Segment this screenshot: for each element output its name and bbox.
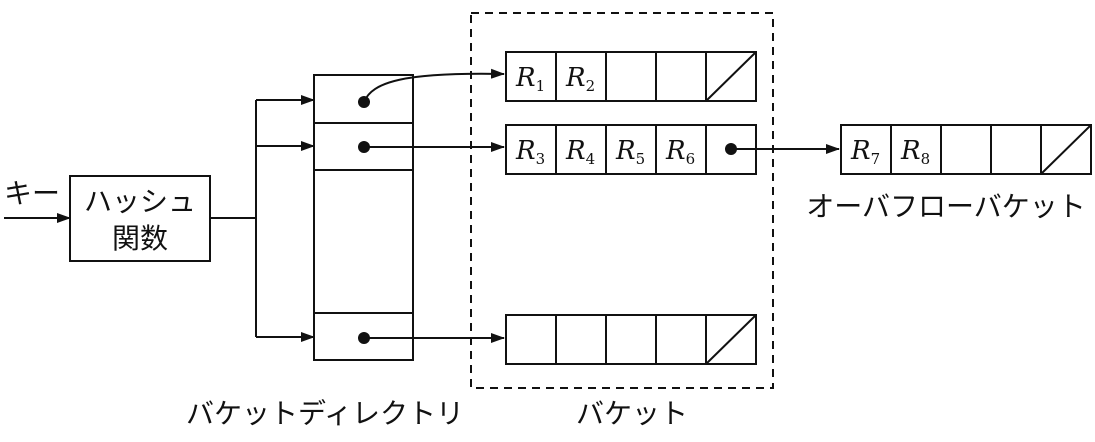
record-r7: R7 (850, 136, 880, 168)
record-r1-subscript: 1 (536, 77, 546, 95)
record-r7-letter: R (850, 136, 871, 166)
record-r6-subscript: 6 (686, 150, 696, 168)
record-r4: R4 (565, 136, 595, 168)
hash-function-label-line1: ハッシュ (84, 185, 196, 218)
record-r1: R1 (515, 63, 545, 95)
bucket-1 (505, 51, 757, 102)
bucket-3 (505, 314, 757, 365)
pointer-arrow-bucket-1 (363, 68, 505, 103)
record-r8: R8 (900, 136, 930, 168)
record-r3: R3 (515, 136, 545, 168)
key-label: キー (4, 177, 60, 210)
record-r3-letter: R (515, 136, 536, 166)
overflow-bucket-label: オーバフローバケット (806, 190, 1085, 223)
record-r5-subscript: 5 (636, 150, 646, 168)
record-r6-letter: R (665, 136, 686, 166)
buckets-label: バケット (576, 397, 688, 430)
overflow-bucket (840, 124, 1092, 175)
bucket-directory-label: バケットディレクトリ (186, 397, 464, 430)
hash-function-box: ハッシュ 関数 (69, 175, 211, 262)
record-r8-subscript: 8 (921, 150, 931, 168)
record-r7-subscript: 7 (871, 150, 881, 168)
record-r6: R6 (665, 136, 695, 168)
record-r5-letter: R (615, 136, 636, 166)
record-r1-letter: R (515, 63, 536, 93)
record-r2-letter: R (565, 63, 586, 93)
record-r8-letter: R (900, 136, 921, 166)
record-r2-subscript: 2 (586, 77, 596, 95)
buckets-region (470, 12, 774, 389)
record-r5: R5 (615, 136, 645, 168)
record-r4-letter: R (565, 136, 586, 166)
record-r3-subscript: 3 (536, 150, 546, 168)
record-r4-subscript: 4 (586, 150, 596, 168)
bucket-directory (313, 74, 414, 361)
hash-function-label-line2: 関数 (112, 222, 168, 255)
record-r2: R2 (565, 63, 595, 95)
hash-to-directory-connectors (210, 95, 315, 342)
